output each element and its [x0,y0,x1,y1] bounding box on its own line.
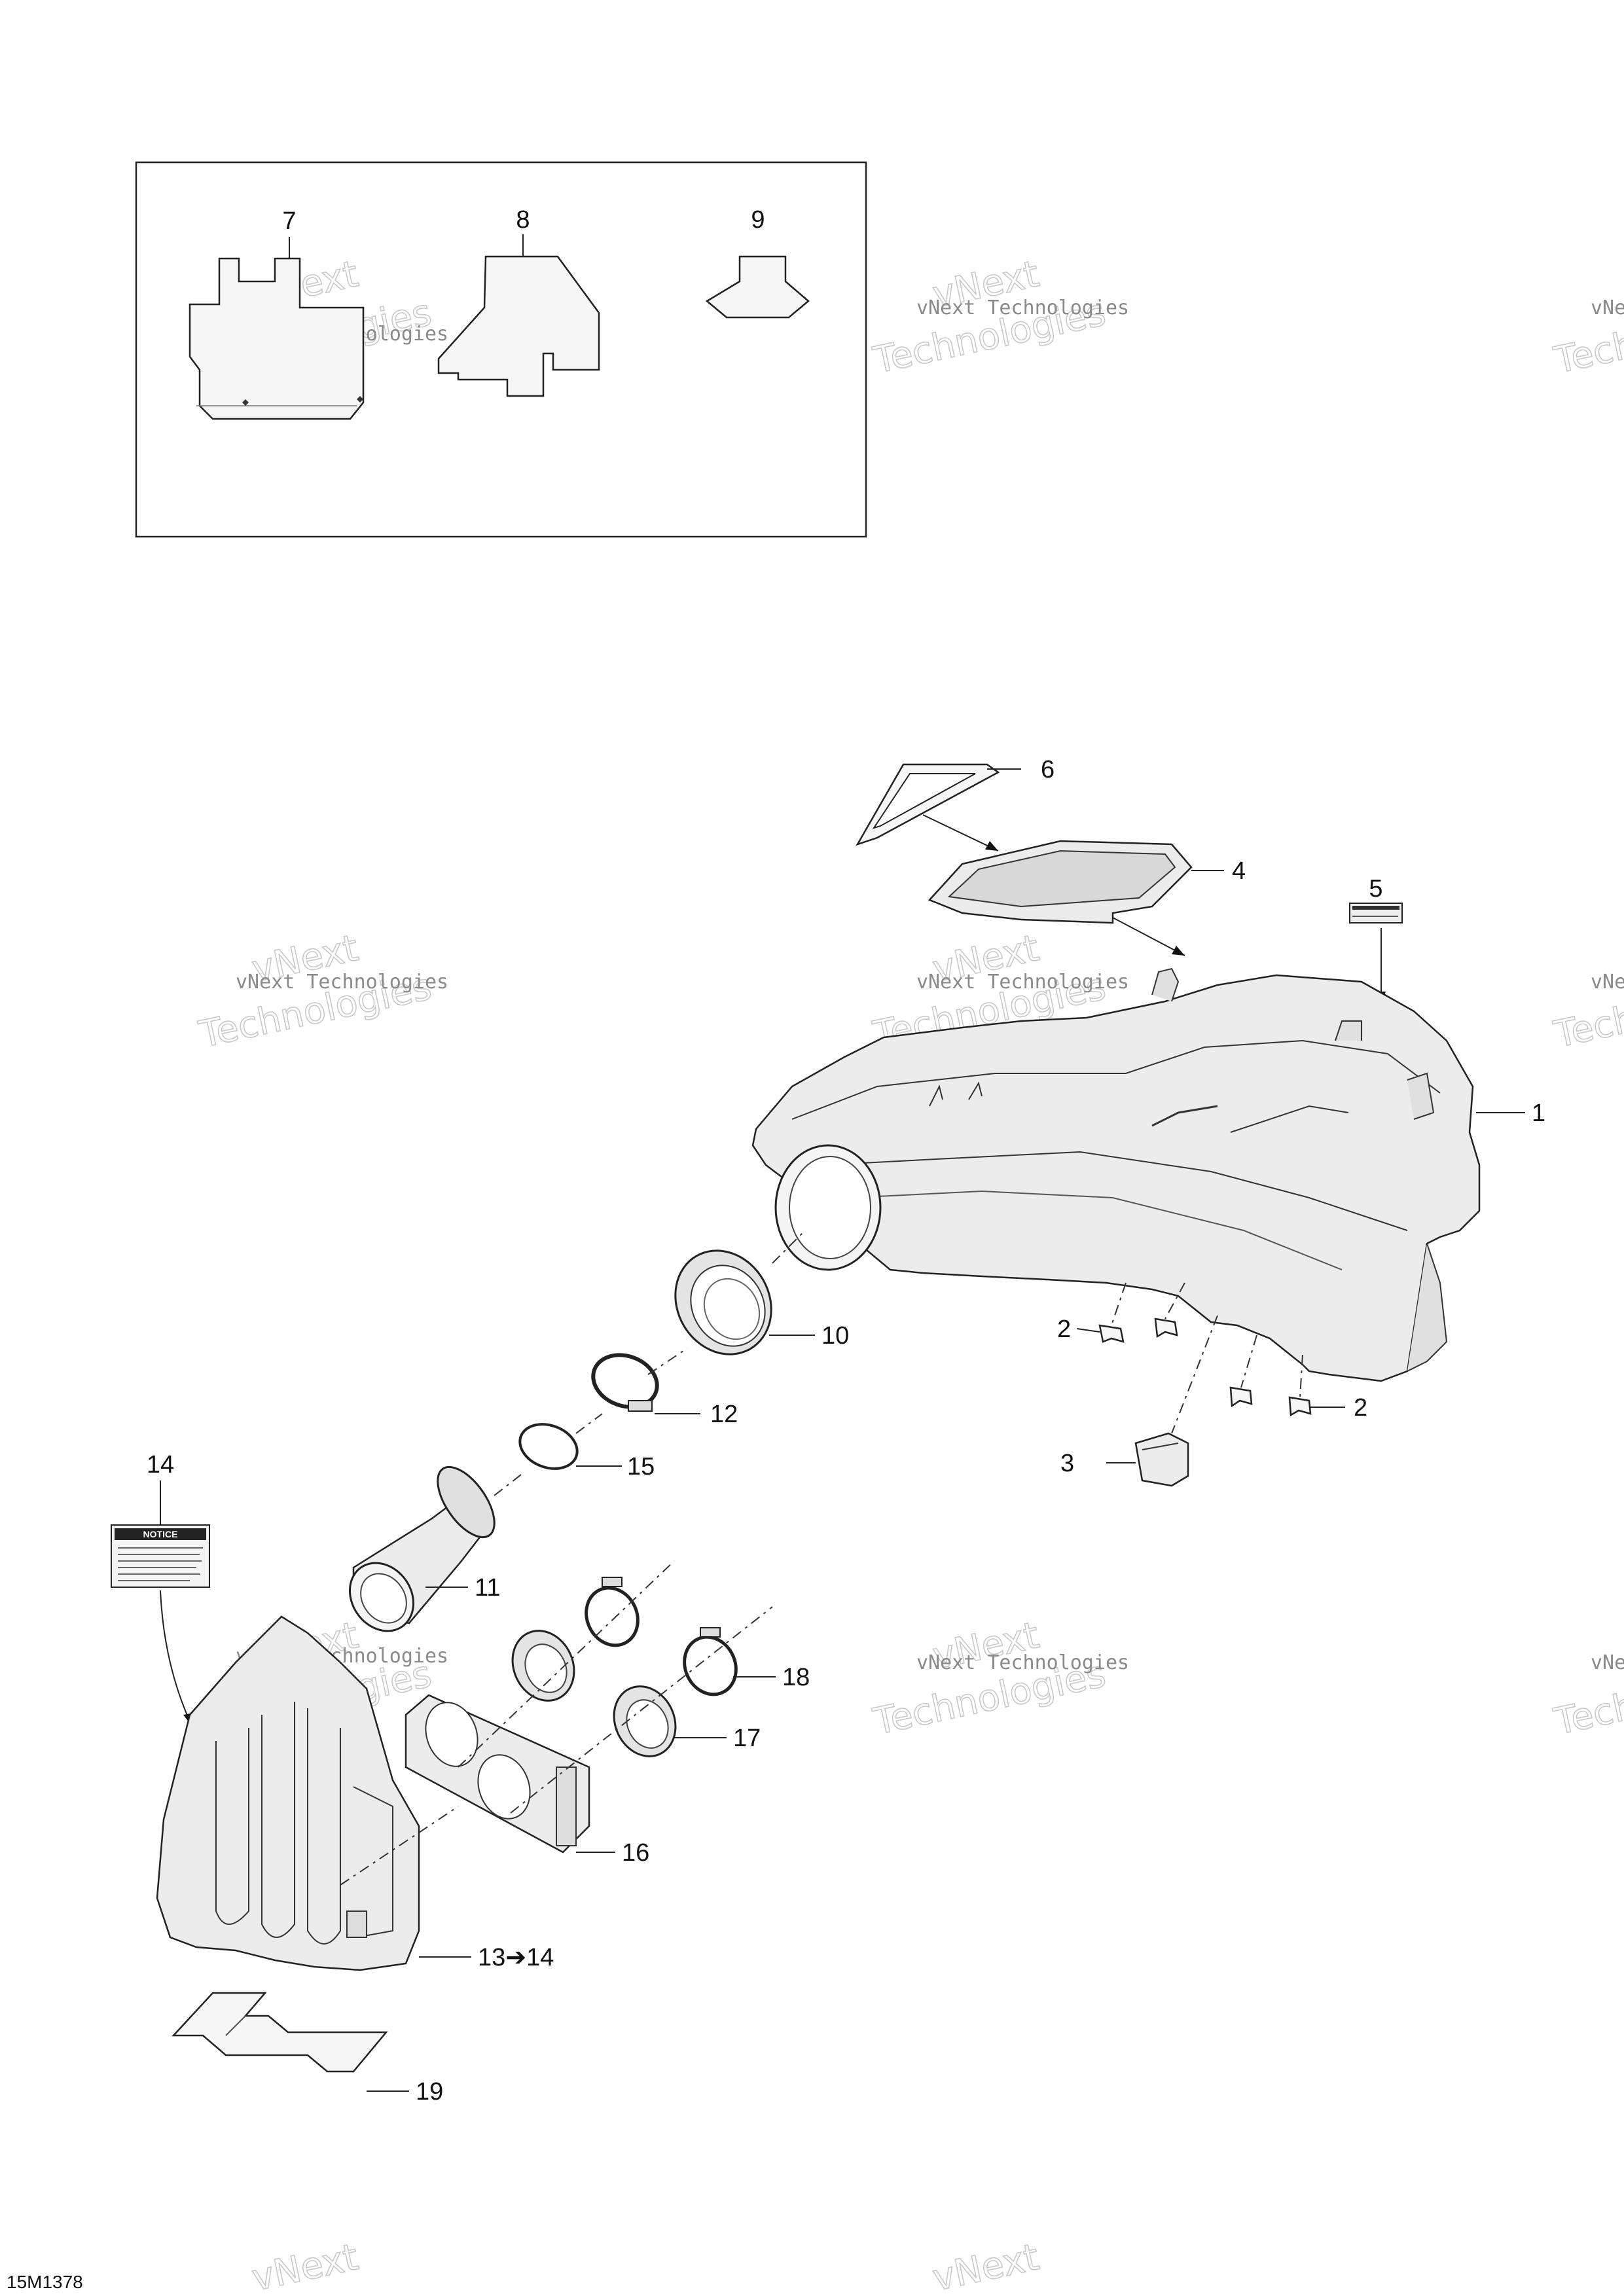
part-18-clamp [585,1577,640,1647]
watermark: Technologies vNext vNext Technologies [869,252,1129,382]
watermark: Technologies vNext vNext Technologies [869,1613,1129,1744]
svg-text:vNext: vNext [248,2236,362,2296]
part-13-silencer [156,1615,420,1971]
callout-3: 3 [1060,1450,1074,1477]
part-19-pad [171,1992,388,2073]
callout-18: 18 [782,1664,810,1691]
callout-13: 13➔14 [478,1944,554,1971]
callout-5: 5 [1369,875,1382,903]
callout-17: 17 [733,1725,761,1752]
svg-text:vNext Technologies: vNext Technologies [916,296,1129,319]
watermark: Technologies vNext vNext Technologies [195,926,448,1056]
watermark: Technologies vNext Technologies [1550,1651,1624,1744]
part-12-clamp [591,1353,659,1412]
part-16-plate [405,1694,590,1854]
figure-id: 15M1378 [7,2272,83,2292]
inset-box: 7 8 9 [135,161,867,538]
callout-19: 19 [416,2078,443,2106]
part-2-clip [1098,1324,1125,1343]
callout-8: 8 [516,206,530,234]
part-6-gasket [856,763,1000,846]
part-17-coupler [613,1685,677,1757]
svg-text:vNext Technologies: vNext Technologies [1591,296,1624,319]
part-2-clip [1154,1318,1178,1338]
callout-2: 2 [1354,1394,1367,1422]
svg-text:vNext: vNext [929,2236,1043,2296]
part-2-clip [1229,1386,1253,1408]
callout-7: 7 [282,207,296,235]
callout-10: 10 [821,1322,849,1350]
watermark: Technologies vNext Technologies [1550,291,1624,383]
part-9-insulation-pad [705,255,810,319]
callout-2: 2 [1057,1316,1071,1343]
callout-4: 4 [1232,857,1246,885]
callout-16: 16 [622,1839,649,1867]
callout-11: 11 [475,1574,500,1602]
notice-label-heading: NOTICE [143,1529,178,1539]
part-5-label [1349,903,1403,924]
svg-text:vNext Technologies: vNext Technologies [1591,971,1624,994]
callout-14: 14 [147,1451,174,1479]
svg-text:vNext Technologies: vNext Technologies [1591,1651,1624,1674]
part-8-insulation-panel [437,255,600,397]
part-14-notice-label: NOTICE [111,1524,210,1588]
watermark: Technologies vNext Technologies [1550,965,1624,1057]
callout-15: 15 [627,1453,655,1480]
callout-9: 9 [751,206,765,234]
part-7-insulation-panel [189,257,365,420]
callout-1: 1 [1532,1100,1545,1127]
part-1-air-box [751,967,1481,1382]
part-18-clamp [683,1627,738,1696]
part-10-adapter [674,1249,772,1355]
callout-12: 12 [710,1401,738,1428]
air-box-assembly: NOTICE [111,756,1545,2106]
part-15-o-ring [518,1423,579,1470]
svg-text:vNext Technologies: vNext Technologies [916,1651,1129,1674]
part-3-bracket [1134,1432,1189,1487]
part-11-intake-tube [348,1465,496,1632]
watermark: vNext vNext [248,2235,1043,2296]
part-17-coupler [511,1630,575,1702]
svg-text:vNext Technologies: vNext Technologies [236,971,448,994]
part-2-clip [1288,1396,1312,1417]
svg-text:vNext Technologies: vNext Technologies [916,971,1129,994]
part-4-cover [928,840,1193,924]
callout-6: 6 [1041,756,1055,783]
